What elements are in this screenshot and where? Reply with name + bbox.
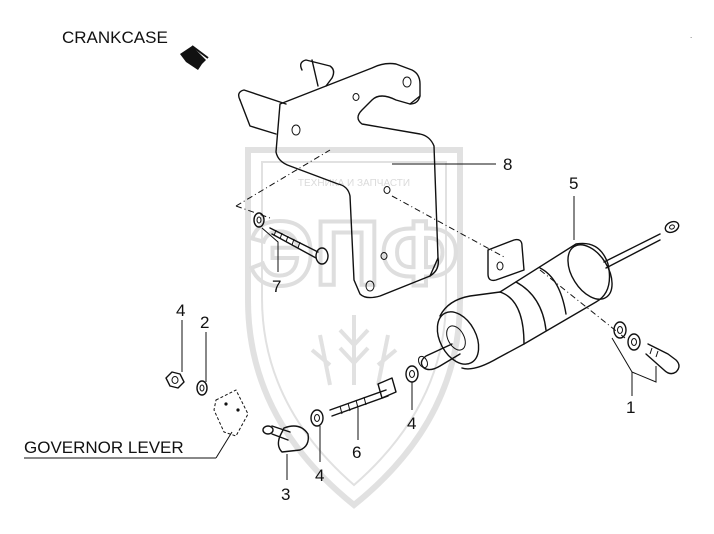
callout-5: 5: [569, 174, 578, 193]
washer-4-lower: [310, 409, 324, 427]
governor-lever-part: [213, 389, 249, 437]
callout-4-middle: 4: [407, 414, 416, 433]
crankcase-arrow-icon: [180, 45, 209, 70]
callout-7: 7: [272, 277, 281, 296]
nut-4-left: [165, 371, 185, 389]
ball-joint-3: [262, 425, 310, 453]
watermark-top-text: ТЕХНИКА И ЗАПЧАСТИ: [298, 178, 410, 189]
governor-lever-label: GOVERNOR LEVER: [24, 438, 184, 457]
callout-2: 2: [200, 313, 209, 332]
washer-2-left: [196, 380, 208, 396]
watermark-wheat-icon: [310, 315, 398, 386]
governor-lever-leader: [215, 431, 233, 459]
callout-6: 6: [352, 443, 361, 462]
crankcase-label: CRANKCASE: [62, 28, 168, 47]
watermark: ТЕХНИКА И ЗАПЧАСТИ ЭПФ: [245, 147, 463, 509]
leader-lines: [181, 163, 657, 480]
callout-8: 8: [503, 155, 512, 174]
callout-4-bottom: 4: [315, 466, 324, 485]
link-rod-6: [329, 365, 419, 417]
bolt-7: [253, 212, 329, 265]
callout-3: 3: [281, 485, 290, 504]
watermark-logo-text: ЭПФ: [249, 203, 459, 305]
fastener-set-1: [613, 321, 680, 375]
shutoff-solenoid: [417, 220, 680, 371]
callout-4-left: 4: [176, 301, 185, 320]
corner-mark: .: [690, 31, 692, 40]
callout-1: 1: [626, 398, 635, 417]
